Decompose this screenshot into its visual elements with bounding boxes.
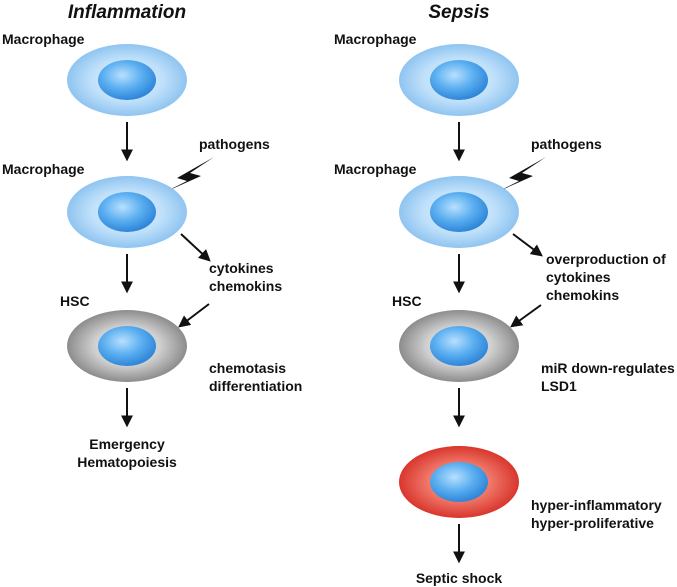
nucleus <box>98 192 156 232</box>
nucleus <box>98 326 156 366</box>
hematopoiesis-label: Hematopoiesis <box>77 454 177 470</box>
lightning-bolt-icon <box>495 157 546 193</box>
macrophage-label-2: Macrophage <box>334 161 417 177</box>
resting-macrophage-cell <box>67 44 187 116</box>
hsc-label: HSC <box>60 293 90 309</box>
nucleus <box>430 192 488 232</box>
nucleus <box>430 60 488 100</box>
chemokins-label: chemokins <box>546 287 619 303</box>
pathogens-label: pathogens <box>531 136 602 152</box>
lsd1-label: LSD1 <box>541 378 577 394</box>
pathogens-label: pathogens <box>199 136 270 152</box>
arrow-cytokines-to-hsc <box>178 303 210 328</box>
inflammation-panel: Inflammation Macrophage Macrophage patho… <box>2 2 302 470</box>
hsc-cell <box>67 310 187 382</box>
nucleus <box>430 462 488 502</box>
inflammation-title: Inflammation <box>68 2 186 23</box>
macrophage-label-1: Macrophage <box>2 31 85 47</box>
arrow-macrophage-to-cytokines <box>512 233 543 257</box>
cytokines-label: cytokines <box>209 260 274 276</box>
arrow-cytokines-to-hsc <box>510 304 542 328</box>
hyperinflammatory-cell <box>399 446 519 518</box>
chemotasis-label: chemotasis <box>209 360 286 376</box>
hsc-cell <box>399 310 519 382</box>
macrophage-label-1: Macrophage <box>334 31 417 47</box>
hyper-inflammatory-label: hyper-inflammatory <box>531 497 662 513</box>
nucleus <box>430 326 488 366</box>
differentiation-label: differentiation <box>209 378 302 394</box>
overproduction-label: overproduction of <box>546 251 666 267</box>
resting-macrophage-cell <box>399 44 519 116</box>
mir-label: miR down-regulates <box>541 360 675 376</box>
activated-macrophage-cell <box>399 176 519 248</box>
arrow-macrophage-to-cytokines <box>180 233 211 262</box>
lightning-bolt-icon <box>163 157 214 193</box>
activated-macrophage-cell <box>67 176 187 248</box>
sepsis-panel: Sepsis Macrophage Macrophage pathogens o… <box>334 2 675 586</box>
hyper-proliferative-label: hyper-proliferative <box>531 515 654 531</box>
cytokines-label: cytokines <box>546 269 611 285</box>
emergency-label: Emergency <box>89 436 165 452</box>
sepsis-title: Sepsis <box>428 2 489 23</box>
chemokins-label: chemokins <box>209 278 282 294</box>
nucleus <box>98 60 156 100</box>
septic-shock-label: Septic shock <box>416 570 503 586</box>
hsc-label: HSC <box>392 293 422 309</box>
macrophage-label-2: Macrophage <box>2 161 85 177</box>
